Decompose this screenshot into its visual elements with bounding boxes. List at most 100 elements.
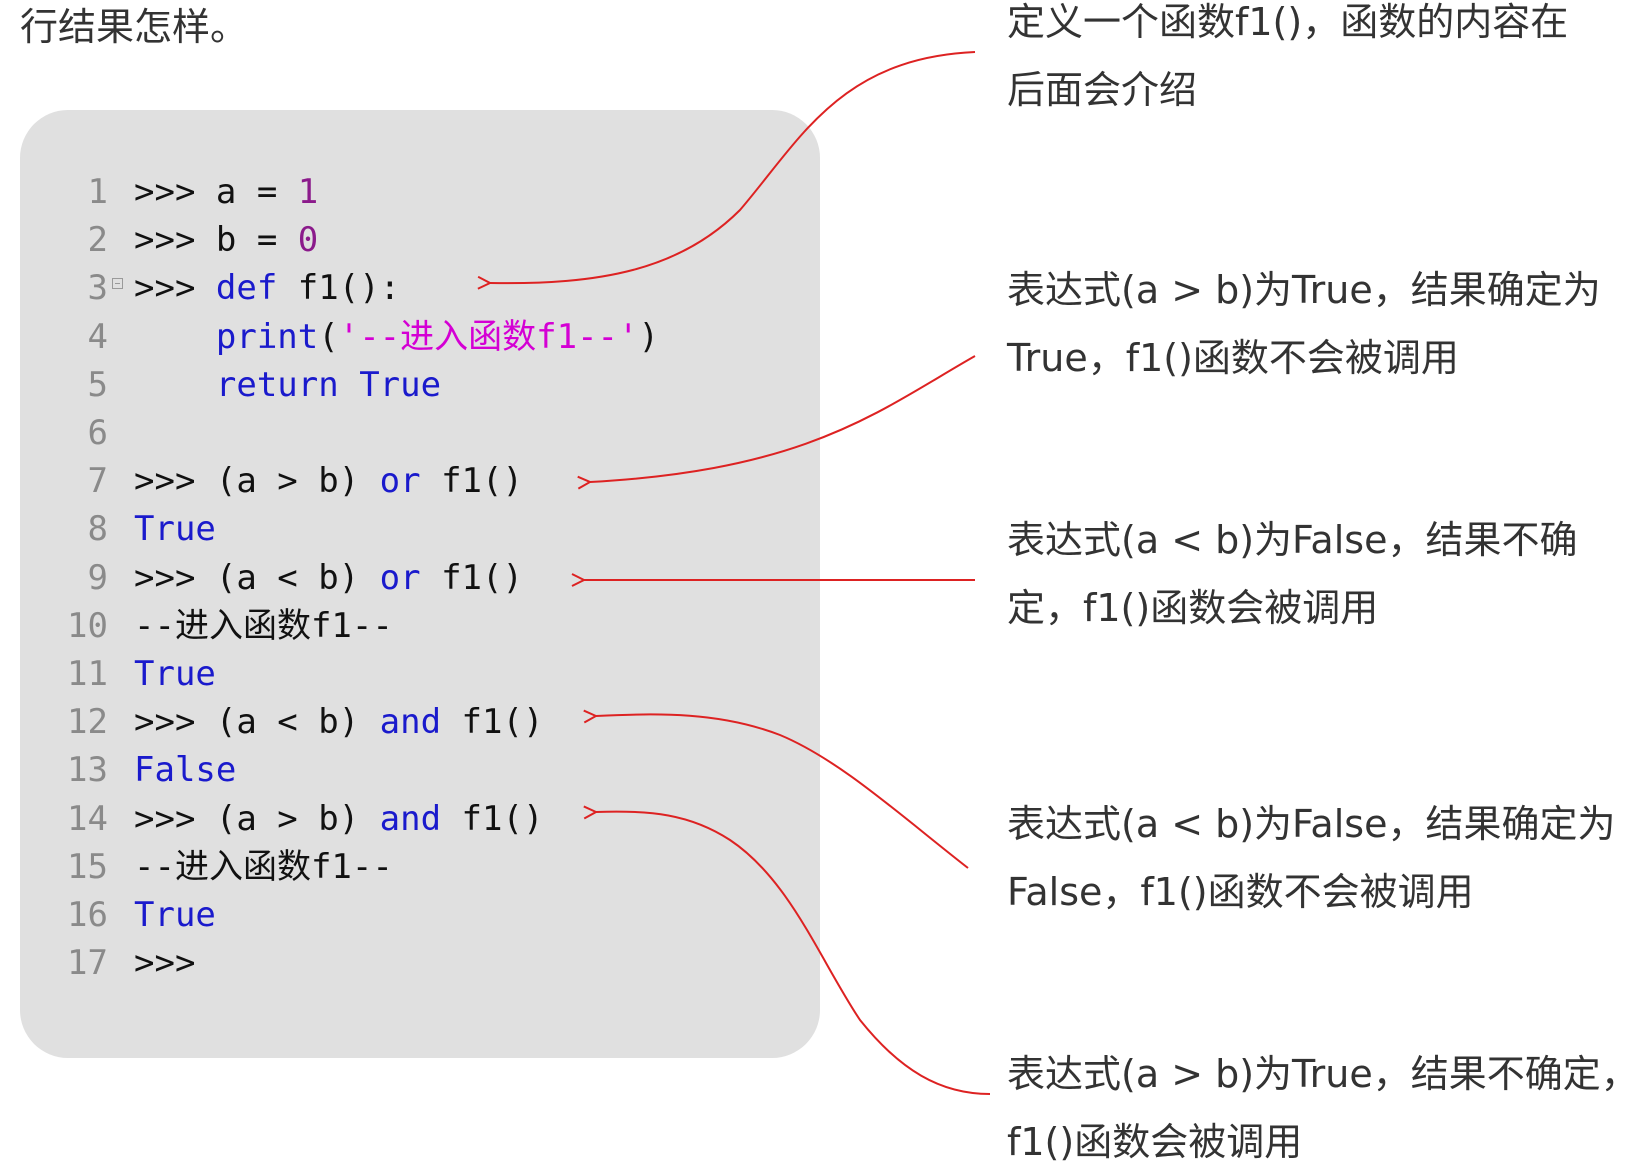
arrow-to-def-f1 bbox=[490, 51, 976, 283]
code-line: 8 True bbox=[20, 505, 820, 553]
code-token: or bbox=[379, 557, 421, 598]
code-line: 13 False bbox=[20, 746, 820, 794]
annotation-line: f1()函数会被调用 bbox=[1007, 1120, 1303, 1164]
code-token: def bbox=[215, 268, 278, 309]
line-number: 12 bbox=[67, 702, 108, 743]
line-number: 9 bbox=[87, 557, 108, 598]
code-text: return True bbox=[134, 361, 441, 409]
code-line: 7 >>> (a > b) or f1() bbox=[20, 457, 820, 505]
code-line: 14 >>> (a > b) and f1() bbox=[20, 795, 820, 843]
code-line: 11 True bbox=[20, 650, 820, 698]
code-token: f1() bbox=[420, 461, 523, 502]
code-token: '--进入函数f1--' bbox=[338, 316, 639, 357]
code-text: >>> (a > b) and f1() bbox=[134, 795, 543, 843]
code-token: True bbox=[134, 509, 216, 550]
code-token: ) bbox=[638, 316, 659, 357]
code-token: f1(): bbox=[277, 268, 401, 309]
code-line: 6 bbox=[20, 409, 820, 457]
code-text: --进入函数f1-- bbox=[134, 602, 393, 650]
code-token: >>> (a > b) bbox=[134, 798, 380, 839]
code-token: >>> b = bbox=[134, 220, 298, 261]
line-number: 13 bbox=[67, 750, 108, 791]
code-line: 17 >>> bbox=[20, 939, 820, 987]
arrow-to-and-true bbox=[596, 812, 991, 1095]
annotation-line: 表达式(a > b)为True，结果不确定， bbox=[1007, 1052, 1631, 1096]
fold-toggle-icon[interactable] bbox=[112, 278, 123, 290]
code-line: 15 --进入函数f1-- bbox=[20, 843, 820, 891]
annotation-line: True，f1()函数不会被调用 bbox=[1007, 336, 1459, 380]
code-token: 0 bbox=[297, 220, 319, 261]
annotation-line: 表达式(a < b)为False，结果不确 bbox=[1007, 518, 1578, 562]
code-token: f1() bbox=[420, 557, 523, 598]
code-text: >>> def f1(): bbox=[134, 264, 400, 312]
line-number: 17 bbox=[67, 943, 108, 984]
line-number: 11 bbox=[67, 654, 108, 694]
code-token: True bbox=[134, 654, 216, 694]
code-line: 9 >>> (a < b) or f1() bbox=[20, 554, 820, 602]
code-token: and bbox=[379, 702, 442, 743]
annotation-line: 定，f1()函数会被调用 bbox=[1007, 586, 1379, 630]
code-line: 4 print('--进入函数f1--') bbox=[20, 313, 820, 361]
annotation-line: 后面会介绍 bbox=[1007, 68, 1198, 112]
code-token: and bbox=[379, 798, 442, 839]
code-token: f1() bbox=[441, 702, 544, 743]
code-text: --进入函数f1-- bbox=[134, 843, 393, 891]
code-token: False bbox=[134, 750, 237, 791]
code-token: True bbox=[134, 895, 216, 935]
code-text: True bbox=[134, 505, 216, 553]
line-number: 2 bbox=[87, 220, 108, 261]
code-token: print bbox=[215, 316, 319, 357]
line-number: 16 bbox=[67, 895, 108, 935]
annotation-line: 表达式(a > b)为True，结果确定为 bbox=[1007, 268, 1601, 312]
code-text: False bbox=[134, 746, 236, 794]
line-number: 6 bbox=[87, 413, 108, 453]
line-number: 8 bbox=[87, 509, 108, 550]
code-token: >>> (a < b) bbox=[134, 557, 380, 598]
code-token: >>> bbox=[134, 268, 216, 309]
code-line: 5 return True bbox=[20, 361, 820, 409]
annotation-define-function: 定义一个函数f1()，函数的内容在 后面会介绍 bbox=[1007, 0, 1627, 124]
code-text: >>> bbox=[134, 939, 195, 987]
annotation-and-true: 表达式(a > b)为True，结果不确定， f1()函数会被调用 bbox=[1007, 1040, 1631, 1176]
annotation-and-false: 表达式(a < b)为False，结果确定为 False，f1()函数不会被调用 bbox=[1007, 790, 1627, 926]
code-text: >>> a = 1 bbox=[134, 168, 318, 216]
annotation-line: False，f1()函数不会被调用 bbox=[1007, 870, 1474, 914]
code-text: >>> b = 0 bbox=[134, 216, 318, 264]
line-number: 5 bbox=[87, 364, 108, 405]
line-number: 7 bbox=[87, 461, 108, 502]
code-token: f1() bbox=[441, 798, 544, 839]
code-line: 16 True bbox=[20, 891, 820, 939]
code-token: 1 bbox=[297, 172, 319, 212]
code-line: 1>>> a = 1 bbox=[20, 168, 820, 216]
code-token: or bbox=[379, 461, 421, 502]
annotation-or-false: 表达式(a < b)为False，结果不确 定，f1()函数会被调用 bbox=[1007, 506, 1627, 642]
code-text: >>> (a < b) and f1() bbox=[134, 698, 543, 746]
intro-text: 行结果怎样。 bbox=[20, 5, 249, 49]
code-token: --进入函数f1-- bbox=[134, 605, 393, 646]
code-text: True bbox=[134, 891, 216, 939]
code-token: >>> a = bbox=[134, 172, 298, 212]
annotation-or-true: 表达式(a > b)为True，结果确定为 True，f1()函数不会被调用 bbox=[1007, 256, 1627, 392]
code-text: >>> (a > b) or f1() bbox=[134, 457, 523, 505]
arrow-to-or-true bbox=[590, 355, 976, 482]
code-token: --进入函数f1-- bbox=[134, 846, 393, 887]
code-text: True bbox=[134, 650, 216, 698]
code-line: 12 >>> (a < b) and f1() bbox=[20, 698, 820, 746]
code-text: print('--进入函数f1--') bbox=[134, 313, 659, 361]
annotation-line: 表达式(a < b)为False，结果确定为 bbox=[1007, 802, 1616, 846]
code-line: 3 >>> def f1(): bbox=[20, 264, 820, 312]
code-token: >>> (a > b) bbox=[134, 461, 380, 502]
code-token: True bbox=[359, 364, 442, 405]
annotation-line: 定义一个函数f1()，函数的内容在 bbox=[1007, 0, 1569, 44]
line-number: 3 bbox=[87, 268, 108, 309]
code-token: ( bbox=[318, 316, 339, 357]
line-number: 15 bbox=[67, 846, 108, 887]
code-token: >>> (a < b) bbox=[134, 702, 380, 743]
code-token: return bbox=[215, 364, 339, 405]
line-number: 14 bbox=[67, 798, 108, 839]
line-number: 1 bbox=[87, 172, 108, 212]
arrow-to-and-false bbox=[596, 714, 969, 869]
line-number: 4 bbox=[87, 316, 108, 357]
